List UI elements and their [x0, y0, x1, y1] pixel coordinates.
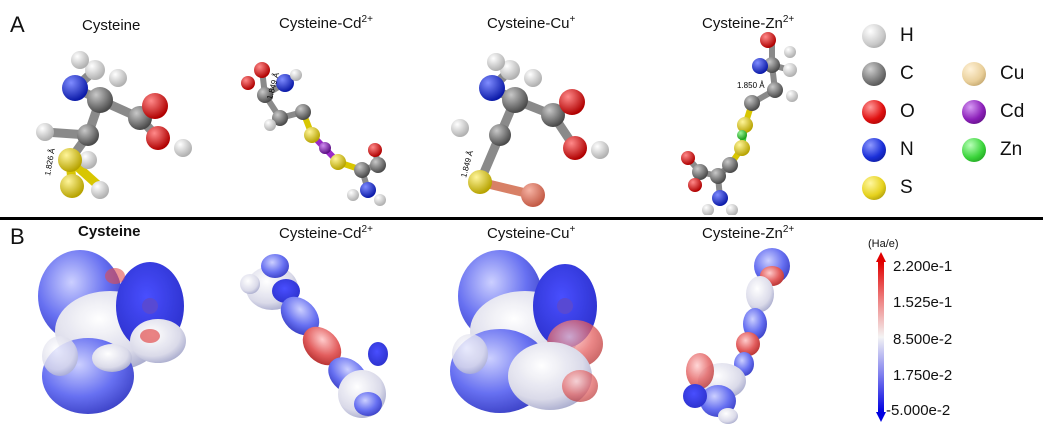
legend-item-o: O	[862, 100, 915, 124]
legend-ball-cd	[962, 100, 986, 124]
title-b-cysteine-zn: Cysteine-Zn2+	[702, 224, 795, 242]
legend-ball-s	[862, 176, 886, 200]
legend-item-n: N	[862, 138, 914, 162]
colorbar-tick-2: 1.525e-1	[893, 294, 953, 311]
surface-cysteine-cd	[240, 254, 388, 418]
colorbar-tick-5: -5.000e-2	[886, 402, 951, 419]
surface-cysteine-zn	[683, 248, 790, 424]
bond-length-cys: 1.826 Å	[43, 147, 57, 176]
legend-item-zn: Zn	[962, 138, 1022, 162]
legend-ball-o	[862, 100, 886, 124]
panel-a-label: A	[10, 12, 25, 37]
legend-ball-n	[862, 138, 886, 162]
model-cysteine-cu: 1.849 Å	[451, 53, 609, 207]
legend-item-cd: Cd	[962, 100, 1024, 124]
title-a-cysteine-cu: Cysteine-Cu+	[487, 14, 576, 32]
legend-ball-c	[862, 62, 886, 86]
model-cysteine-zn: 1.850 Å	[681, 32, 798, 215]
title-a-cysteine-cd: Cysteine-Cd2+	[279, 14, 373, 32]
legend-item-s: S	[862, 176, 913, 200]
colorbar-unit: (Ha/e)	[868, 238, 899, 250]
colorbar-tick-1: 2.200e-1	[893, 258, 953, 275]
title-a-cysteine-zn: Cysteine-Zn2+	[702, 14, 795, 32]
title-a-cysteine: Cysteine	[82, 17, 141, 34]
colorbar-tick-4: 1.750e-2	[893, 367, 953, 384]
legend-ball-h	[862, 24, 886, 48]
colorbar-tick-3: 8.500e-2	[893, 331, 953, 348]
legend-ball-cu	[962, 62, 986, 86]
bond-length-zn: 1.850 Å	[737, 81, 765, 90]
surface-cysteine-cu	[450, 250, 603, 413]
colorbar-top-arrow	[876, 252, 886, 262]
surface-cysteine	[38, 250, 186, 414]
colorbar-gradient	[878, 262, 884, 412]
title-b-cysteine-cu: Cysteine-Cu+	[487, 224, 576, 242]
panel-divider	[0, 217, 1043, 220]
panel-b-label: B	[10, 224, 25, 249]
electrostatic-surfaces	[38, 248, 790, 424]
title-b-cysteine: Cysteine	[78, 223, 141, 240]
model-cysteine	[36, 51, 192, 199]
legend-item-h: H	[862, 24, 914, 48]
legend-ball-zn	[962, 138, 986, 162]
legend-item-cu: Cu	[962, 62, 1024, 86]
ball-stick-models: 1.849 Å	[36, 32, 798, 215]
legend-item-c: C	[862, 62, 914, 86]
colorbar-bottom-arrow	[876, 412, 886, 422]
title-b-cysteine-cd: Cysteine-Cd2+	[279, 224, 373, 242]
model-cysteine-cd: 1.849 Å	[241, 62, 386, 206]
colorbar	[876, 252, 886, 422]
